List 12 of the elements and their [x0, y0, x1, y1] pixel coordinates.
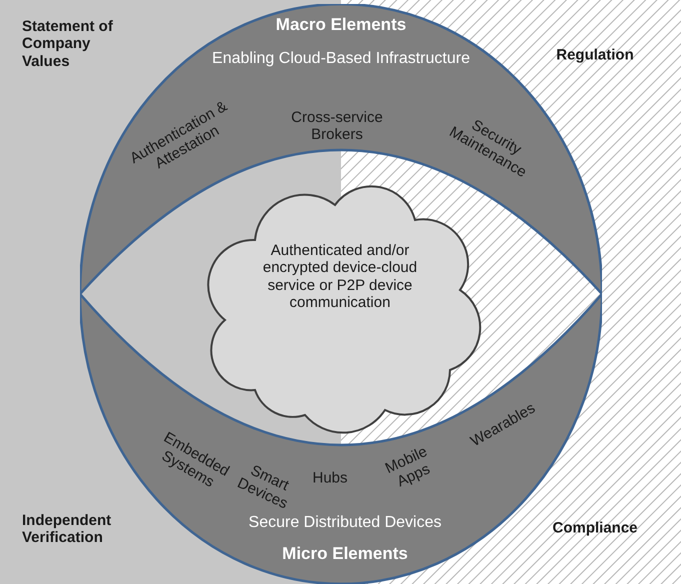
corner-label: Regulation: [556, 46, 634, 64]
band-heading: Micro Elements: [282, 544, 408, 564]
band-heading: Macro Elements: [276, 15, 406, 35]
element-label: Mobile Apps: [382, 442, 434, 493]
corner-label: Independent Verification: [22, 512, 112, 546]
element-label: Hubs: [312, 469, 348, 487]
band-title: Secure Distributed Devices: [248, 514, 442, 532]
corner-label: Statement of Company Values: [22, 18, 114, 70]
corner-label: Compliance: [552, 519, 638, 537]
cloud-text: Authenticated and/or encrypted device-cloud service or P2P device communication: [262, 242, 418, 311]
band-title: Enabling Cloud-Based Infrastructure: [212, 50, 470, 68]
element-label: Cross-service Brokers: [290, 108, 384, 144]
